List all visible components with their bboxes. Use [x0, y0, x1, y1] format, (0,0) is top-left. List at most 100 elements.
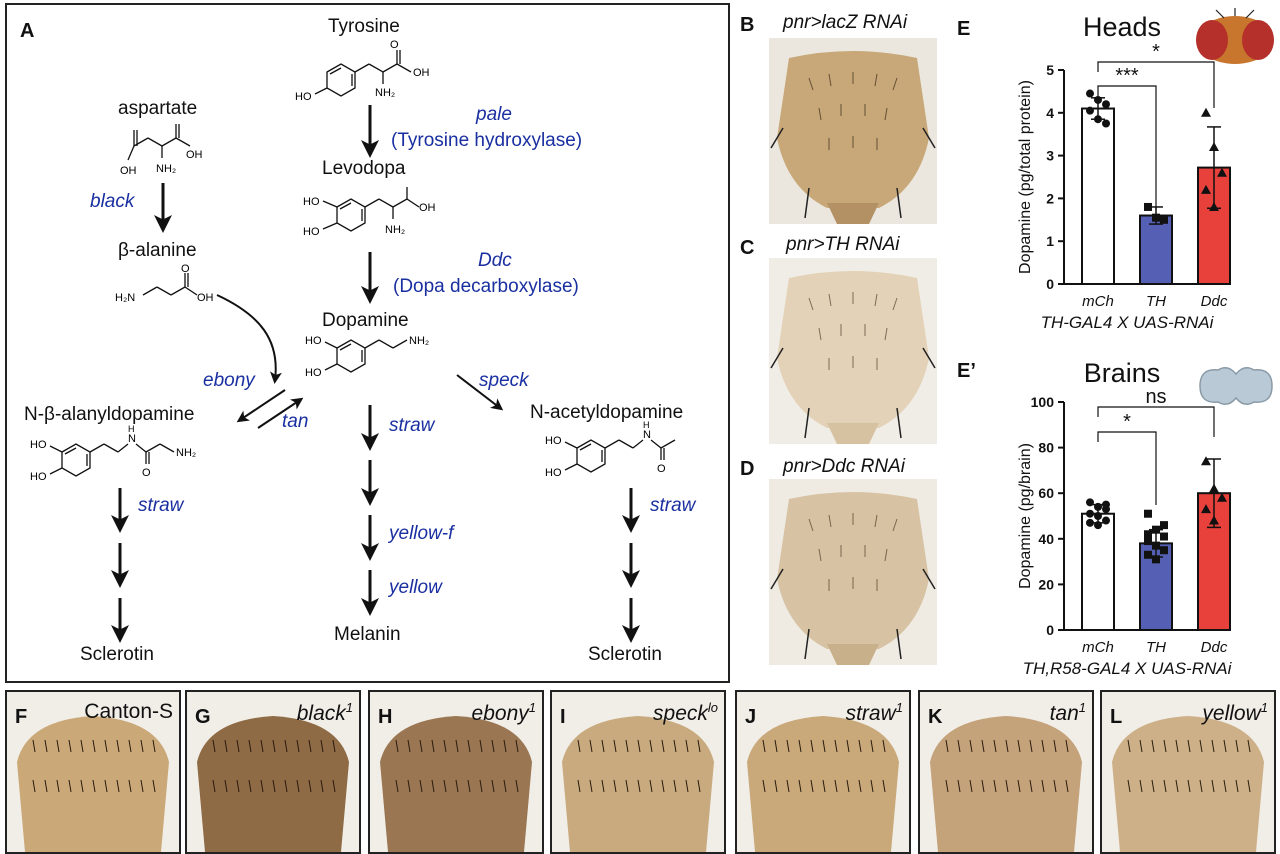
- x-tick-label: TH: [1146, 293, 1166, 310]
- bar-mch: [1081, 512, 1115, 631]
- data-point: [1152, 213, 1160, 222]
- gene-ddc: Ddc: [478, 250, 512, 271]
- atom-ho: HO: [303, 226, 320, 238]
- atom-o: O: [657, 463, 666, 475]
- panel-b-letter: B: [740, 14, 755, 36]
- atom-o: O: [142, 467, 151, 479]
- gene-black: black: [90, 191, 135, 212]
- atom-nh2: NH₂: [409, 335, 429, 347]
- atom-n: N: [643, 429, 651, 441]
- chart-title: Heads: [1083, 12, 1161, 42]
- fly-brain-icon: [1199, 367, 1273, 405]
- data-point: [1144, 202, 1152, 211]
- gene-straw-center: straw: [389, 415, 435, 436]
- aspartate-label: aspartate: [118, 98, 198, 119]
- data-point: [1160, 215, 1168, 224]
- dopamine-label: Dopamine: [322, 310, 409, 331]
- y-tick-label: 0: [1046, 622, 1054, 638]
- allele-superscript: 1: [528, 700, 536, 715]
- y-axis-label: Dopamine (pg/total protein): [1017, 80, 1034, 274]
- genotype-label: ebony1: [472, 700, 536, 726]
- atom-oh: OH: [186, 149, 203, 161]
- allele-superscript: 1: [345, 700, 353, 715]
- data-point: [1086, 509, 1094, 518]
- fly-head-icon: [1196, 8, 1274, 64]
- x-axis-label: TH-GAL4 X UAS-RNAi: [1041, 313, 1215, 332]
- genotype-label: yellow1: [1202, 700, 1268, 726]
- y-tick-label: 4: [1046, 105, 1054, 121]
- genotype-name: Canton-S: [84, 700, 173, 723]
- bar-th: [1139, 214, 1173, 286]
- thorax-photo-f: [7, 692, 179, 852]
- panel-eprime-letter: E’: [957, 360, 976, 382]
- data-point: [1094, 95, 1102, 104]
- panel-f-letter: F: [15, 706, 28, 728]
- data-point: [1086, 89, 1094, 98]
- data-point: [1201, 184, 1211, 194]
- nbad-structure: HO HO N H O NH₂: [30, 424, 196, 483]
- atom-oh: OH: [419, 202, 436, 214]
- caption-b: pnr>lacZ RNAi: [783, 12, 908, 33]
- thorax-photo-l: [1102, 692, 1274, 852]
- y-tick-label: 2: [1046, 190, 1054, 206]
- atom-nh2: NH₂: [176, 447, 196, 459]
- atom-ho: HO: [30, 471, 47, 483]
- panel-g-letter: G: [195, 706, 211, 728]
- allele-superscript: 1: [1260, 700, 1268, 715]
- panel-l-letter: L: [1110, 706, 1123, 728]
- data-point: [1094, 115, 1102, 124]
- panel-k-letter: K: [928, 706, 943, 728]
- thorax-photo-k: [920, 692, 1092, 852]
- genotype-name: tan: [1049, 702, 1079, 725]
- genotype-label: black1: [297, 700, 353, 726]
- panel-e-letter: E: [957, 18, 971, 40]
- gene-yellow: yellow: [389, 577, 442, 598]
- atom-oh: OH: [197, 292, 214, 304]
- thorax-photo-j: [737, 692, 909, 852]
- data-point: [1201, 107, 1211, 117]
- atom-nh2: NH₂: [385, 224, 405, 236]
- gene-straw-left: straw: [138, 495, 184, 516]
- data-point: [1144, 550, 1152, 559]
- data-point: [1201, 504, 1211, 514]
- atom-ho: HO: [303, 196, 320, 208]
- thorax-photo-i: [552, 692, 724, 852]
- genotype-name: yellow: [1202, 702, 1261, 725]
- atom-ho: HO: [305, 367, 322, 379]
- x-axis-label: TH,R58-GAL4 X UAS-RNAi: [1023, 659, 1233, 678]
- levodopa-structure: HO HO OH NH₂: [303, 187, 436, 238]
- x-tick-label: mCh: [1082, 293, 1114, 310]
- atom-ho: HO: [545, 435, 562, 447]
- chart-title: Brains: [1084, 358, 1161, 388]
- genotype-name: ebony: [471, 702, 529, 725]
- x-tick-label: TH: [1146, 639, 1166, 656]
- atom-ho: HO: [30, 439, 47, 451]
- atom-ho: HO: [545, 467, 562, 479]
- panel-h-letter: H: [378, 706, 393, 728]
- atom-ho: HO: [295, 91, 312, 103]
- arrow-speck: [456, 374, 504, 411]
- arrow-tan: [257, 397, 304, 429]
- genotype-label: tan1: [1050, 700, 1086, 726]
- y-tick-label: 5: [1046, 62, 1054, 78]
- significance-label: *: [1123, 411, 1131, 433]
- x-tick-label: Ddc: [1201, 293, 1228, 310]
- y-axis-label: Dopamine (pg/brain): [1017, 443, 1034, 589]
- atom-n: N: [128, 433, 136, 445]
- enzyme-ddc: (Dopa decarboxylase): [393, 276, 579, 297]
- dopamine-structure: HO HO NH₂: [305, 335, 429, 379]
- gene-pale: pale: [476, 104, 512, 125]
- data-point: [1160, 546, 1168, 555]
- panel-d-letter: D: [740, 458, 755, 480]
- bottom-panel-f: F Canton-S: [5, 690, 181, 854]
- data-point: [1209, 142, 1219, 152]
- y-tick-label: 80: [1038, 440, 1054, 456]
- y-tick-label: 3: [1046, 148, 1054, 164]
- thorax-photo-b: [769, 38, 937, 224]
- significance-label: *: [1152, 41, 1160, 63]
- gene-speck: speck: [479, 370, 529, 391]
- atom-ho: HO: [305, 335, 322, 347]
